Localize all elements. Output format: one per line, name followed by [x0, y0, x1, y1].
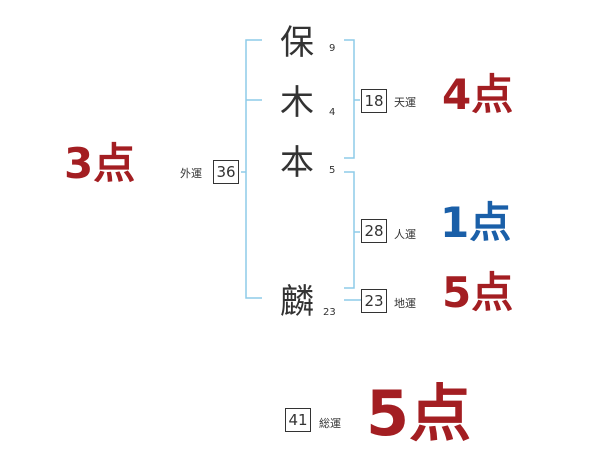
stroke-count-1: 9	[329, 43, 336, 54]
chiun-score: 5点	[442, 268, 514, 317]
souun-label: 総運	[319, 417, 341, 430]
jinun-score: 1点	[440, 198, 512, 247]
name-char-2: 木	[280, 83, 314, 123]
gaiun-value: 36	[213, 160, 239, 184]
jinun-bracket	[344, 171, 355, 289]
gaiun-bracket	[245, 39, 262, 299]
tenun-bracket	[344, 39, 355, 159]
stroke-count-3: 5	[329, 165, 336, 176]
name-char-4: 麟	[280, 282, 314, 322]
stroke-count-2: 4	[329, 107, 336, 118]
jinun-value: 28	[361, 219, 387, 243]
tenun-score: 4点	[442, 70, 514, 119]
chiun-value: 23	[361, 289, 387, 313]
tenun-value: 18	[361, 89, 387, 113]
chiun-label: 地運	[394, 297, 416, 310]
jinun-label: 人運	[394, 228, 416, 241]
gaiun-score: 3点	[64, 139, 136, 188]
stroke-count-4: 23	[323, 307, 336, 318]
name-char-3: 本	[280, 143, 314, 183]
name-char-1: 保	[280, 23, 314, 63]
gaiun-label: 外運	[180, 167, 202, 180]
souun-score: 5点	[366, 377, 472, 450]
souun-value: 41	[285, 408, 311, 432]
tenun-label: 天運	[394, 96, 416, 109]
